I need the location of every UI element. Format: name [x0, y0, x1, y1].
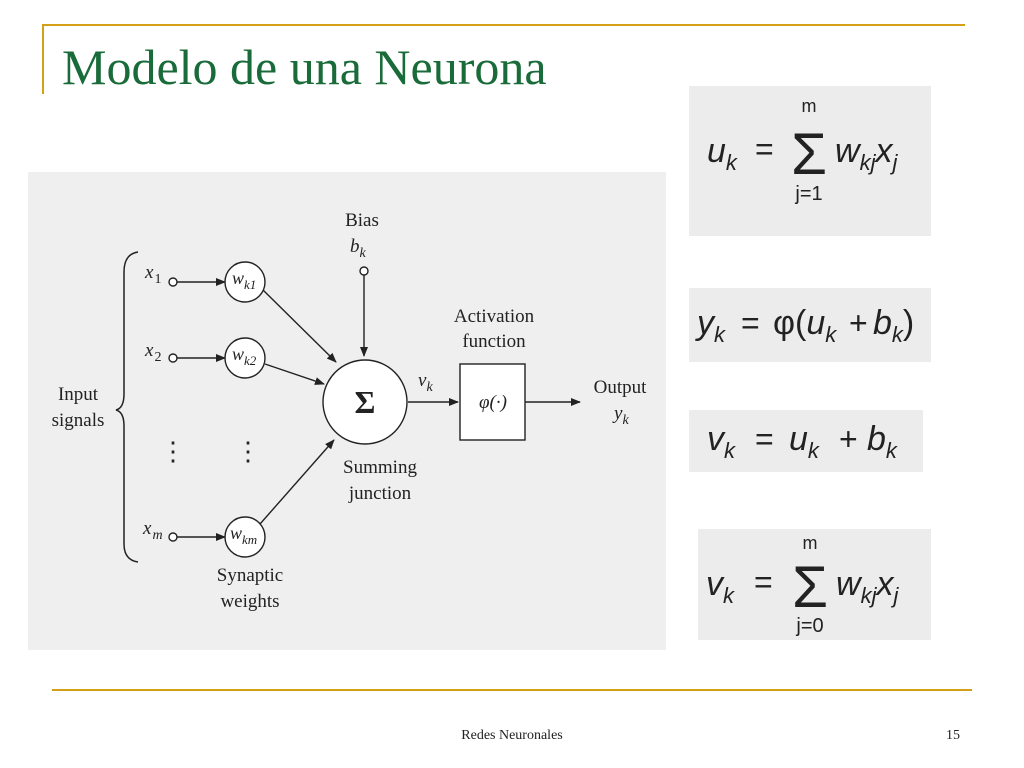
summing-junction-label-line2: junction — [348, 483, 412, 504]
input-x2-node — [168, 353, 178, 363]
input-ellipsis: ⋮ — [160, 437, 186, 466]
synaptic-weights-label-line1: Synaptic — [217, 565, 284, 586]
neuron-diagram-svg: Input signals x1 wk1 x2 wk2 ⋮ ⋮ xm wkm S… — [52, 210, 648, 612]
svg-text:Σ: Σ — [791, 122, 827, 187]
equation-uk: uk = m Σ j=1 wkjxj — [689, 86, 931, 236]
input-x1-symbol: x1 — [144, 262, 161, 287]
input-xm-node — [168, 532, 178, 542]
svg-text:m: m — [803, 533, 818, 553]
slide-frame-top — [42, 24, 965, 26]
svg-text:wkjxj: wkjxj — [835, 132, 898, 175]
sigma-symbol: Σ — [355, 384, 376, 420]
svg-text:=: = — [755, 131, 774, 167]
weight-wkm-node — [224, 516, 266, 558]
output-label: Output — [594, 377, 648, 398]
svg-text:uk: uk — [707, 132, 738, 175]
footer-text: Redes Neuronales — [461, 728, 563, 743]
activation-function-symbol: φ(·) — [479, 392, 507, 413]
svg-text:m: m — [802, 96, 817, 116]
activation-function-label-line2: function — [462, 331, 526, 352]
page-number: 15 — [946, 728, 960, 743]
input-signals-label-line1: Input — [58, 384, 99, 405]
input-signals-label-line2: signals — [52, 410, 105, 431]
summing-junction-node — [322, 359, 408, 445]
equation-yk: yk = φ(uk + bk) — [689, 288, 931, 362]
bias-node — [359, 266, 369, 276]
equation-vk-sigma: vk = m Σ j=0 wkjxj — [698, 529, 931, 640]
weight-wk2-symbol: wk2 — [232, 344, 257, 368]
svg-text:uk: uk — [789, 420, 820, 463]
svg-text:j=1: j=1 — [794, 183, 822, 205]
bias-label: Bias — [345, 210, 379, 231]
svg-text:Σ: Σ — [792, 555, 828, 620]
synaptic-weights-label-line2: weights — [220, 591, 279, 612]
svg-text:+: + — [849, 305, 868, 341]
svg-text:bk): bk) — [873, 304, 914, 347]
svg-text:bk: bk — [867, 420, 898, 463]
input-x1-node — [168, 277, 178, 287]
svg-text:yk: yk — [695, 304, 726, 347]
footer-divider — [52, 689, 972, 691]
output-symbol: yk — [612, 403, 629, 428]
bias-symbol: bk — [350, 236, 367, 261]
slide-title: Modelo de una Neurona — [62, 39, 547, 95]
svg-text:=: = — [754, 564, 773, 600]
slide-frame-left — [42, 24, 44, 94]
activation-function-label-line1: Activation — [454, 306, 535, 327]
svg-text:=: = — [755, 421, 774, 457]
svg-text:+: + — [839, 421, 858, 457]
weight-wkm-symbol: wkm — [230, 523, 257, 547]
svg-text:vk: vk — [707, 420, 736, 463]
input-x2-symbol: x2 — [144, 340, 161, 365]
equation-vk-sum: vk = uk + bk — [689, 410, 923, 472]
summing-junction-label-line1: Summing — [343, 457, 417, 478]
weight-wk1-symbol: wk1 — [232, 268, 256, 292]
svg-text:j=0: j=0 — [795, 615, 823, 637]
input-brace — [115, 251, 139, 563]
svg-text:wkjxj: wkjxj — [836, 565, 899, 608]
neuron-diagram: Input signals x1 wk1 x2 wk2 ⋮ ⋮ xm wkm S… — [28, 172, 666, 650]
svg-text:=: = — [741, 305, 760, 341]
svg-text:φ(uk: φ(uk — [773, 304, 837, 347]
weight-wk2-node — [224, 337, 266, 379]
weight-ellipsis: ⋮ — [235, 437, 261, 466]
input-xm-symbol: xm — [142, 518, 163, 543]
svg-text:vk: vk — [706, 565, 735, 608]
weight-wk1-node — [224, 261, 266, 303]
vk-symbol: vk — [418, 370, 433, 395]
